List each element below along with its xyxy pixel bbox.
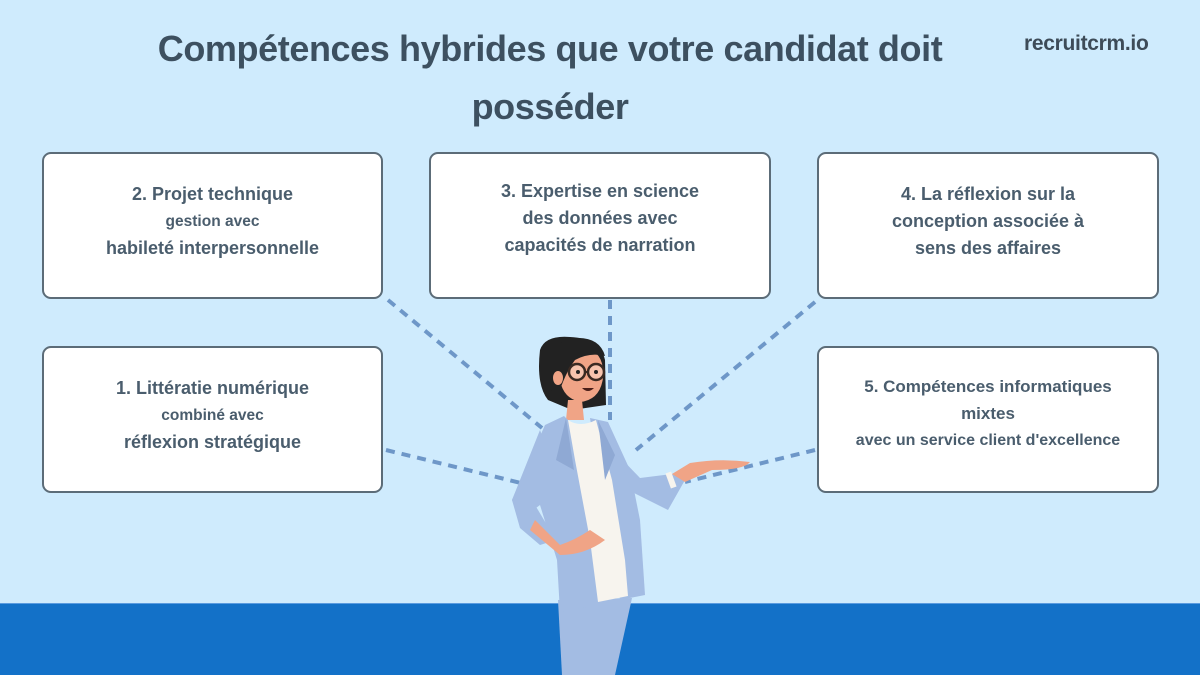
connector-card-2 (386, 298, 544, 430)
connector-card-4 (634, 300, 817, 452)
connector-card-5 (684, 448, 816, 484)
card-line: combiné avec (161, 407, 264, 424)
card-line: 4. La réflexion sur la (900, 184, 1076, 204)
blouse (568, 420, 628, 602)
skirt (558, 598, 632, 675)
card-line: avec un service client d'excellence (855, 432, 1121, 449)
presenter-illustration (512, 336, 750, 675)
arm-on-hip (512, 430, 556, 545)
arm-extended (618, 455, 685, 510)
card-line: des données avec (522, 208, 678, 228)
skill-card-2: 2. Projet technique gestion avec habilet… (42, 152, 383, 299)
card-line: réflexion stratégique (123, 432, 302, 452)
card-line: sens des affaires (914, 238, 1062, 258)
card-line: mixtes (961, 404, 1015, 423)
title-line-2: posséder (471, 86, 629, 127)
title-line-1: Compétences hybrides que votre candidat … (157, 28, 943, 69)
card-line: 1. Littératie numérique (115, 378, 310, 398)
skill-card-3: 3. Expertise en science des données avec… (429, 152, 771, 299)
page-title: Compétences hybrides que votre candidat … (60, 20, 1040, 136)
skill-card-5: 5. Compétences informatiques mixtes avec… (817, 346, 1159, 493)
brand-logo: recruitcrm.io (1024, 32, 1149, 55)
card-line: gestion avec (165, 213, 260, 230)
skill-card-1: 1. Littératie numérique combiné avec réf… (42, 346, 383, 493)
card-line: 3. Expertise en science (500, 181, 700, 201)
card-line: 2. Projet technique (131, 184, 294, 204)
card-line: capacités de narration (504, 235, 696, 255)
mouth (582, 388, 594, 391)
skill-card-4: 4. La réflexion sur la conception associ… (817, 152, 1159, 299)
card-line: 5. Compétences informatiques (864, 377, 1112, 396)
card-line: habileté interpersonnelle (105, 238, 320, 258)
card-line: conception associée à (891, 211, 1085, 231)
